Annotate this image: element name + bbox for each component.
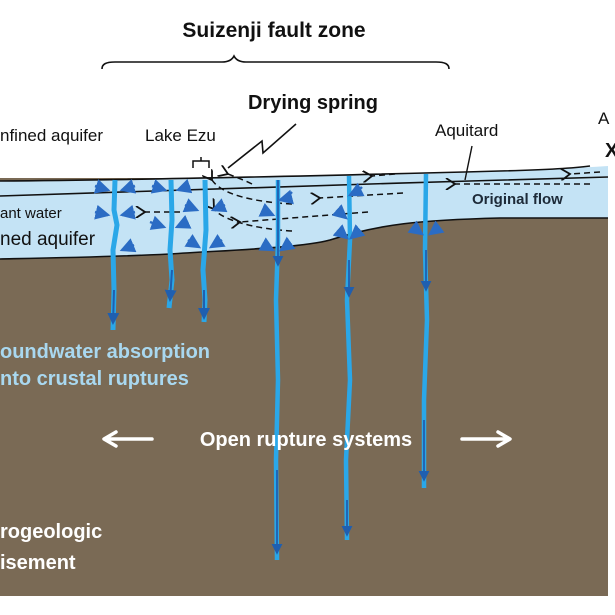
rupture-6 [418,173,432,488]
aquitard-pointer [464,145,473,181]
image-edge [608,0,615,615]
rupture-2 [164,179,177,309]
rupture-3 [198,179,210,323]
right-arrow-icon [460,430,512,448]
lake-ezu-label: Lake Ezu [145,126,216,145]
drying-spring-pointer [227,123,297,169]
basement-label-line2: isement [0,552,76,574]
diagram-title: Suizenji fault zone [182,19,365,42]
curved-flow-lower [214,209,293,232]
confined-aquifer-label: ned aquifer [0,229,96,250]
fault-zone-brace [101,54,450,70]
ruptures [107,173,432,561]
open-ruptures-group: Open rupture systems [102,429,512,451]
absorption-label-line2: nto crustal ruptures [0,368,189,390]
absorption-label-line1: oundwater absorption [0,341,210,363]
surface-flow-arrow-right [570,172,601,174]
original-flow-label: Original flow [472,191,563,208]
drying-spring-label: Drying spring [248,92,378,114]
basement-label-line1: rogeologic [0,521,102,543]
rupture-1 [107,179,120,331]
surface-flow-arrow-mid [372,174,396,176]
right-edge-label: A [598,109,610,128]
flow-to-spring [228,174,253,185]
left-arrow-icon [102,430,154,448]
lake-ezu-marker [192,157,210,168]
aquitard-label: Aquitard [435,121,498,140]
stagnant-water-label: ant water [0,205,62,222]
unconfined-aquifer-label: nfined aquifer [0,126,103,145]
rupture-4 [271,180,284,561]
bottom-margin [0,596,615,615]
open-ruptures-label: Open rupture systems [200,429,412,451]
right-edge-mark: X [605,140,615,162]
infiltration-arrows [93,178,445,253]
